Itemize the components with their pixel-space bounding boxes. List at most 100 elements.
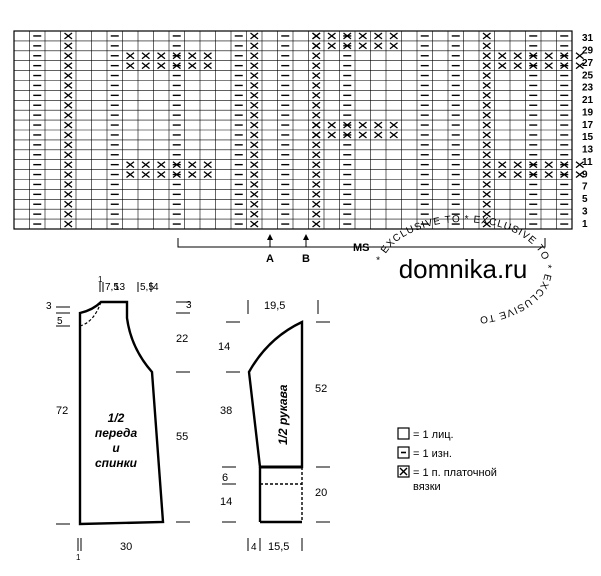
- row-number: 13: [582, 145, 594, 156]
- garter-mark: [172, 52, 181, 60]
- garter-mark: [575, 52, 584, 60]
- front-dim-3-right: 3: [186, 300, 192, 311]
- garter-mark: [126, 52, 135, 60]
- garter-mark: [482, 81, 491, 89]
- front-dim-4: 4: [153, 282, 159, 293]
- legend: = 1 лиц. = 1 изн. = 1 п. платочной вязки: [397, 427, 497, 493]
- row-number: 5: [582, 194, 588, 205]
- front-dim-5-5: 5,5: [140, 282, 154, 293]
- garter-mark: [64, 101, 73, 109]
- row-number: 29: [582, 46, 594, 57]
- garter-mark: [358, 32, 367, 40]
- garter-mark: [126, 171, 135, 179]
- garter-mark: [64, 161, 73, 169]
- garter-mark: [141, 62, 150, 70]
- garter-mark: [188, 52, 197, 60]
- sleeve-dim-15-5: 15,5: [268, 541, 289, 553]
- sleeve-dim-6: 6: [222, 472, 228, 484]
- garter-mark: [250, 62, 259, 70]
- garter-mark: [544, 52, 553, 60]
- garter-mark: [513, 161, 522, 169]
- sleeve-dim-20: 20: [315, 487, 327, 499]
- garter-mark: [64, 111, 73, 119]
- sleeve-title: 1/2 рукава: [276, 384, 290, 445]
- garter-mark: [312, 62, 321, 70]
- garter-mark: [312, 180, 321, 188]
- row-number: 17: [582, 120, 594, 131]
- garter-mark: [141, 171, 150, 179]
- garter-mark: [250, 151, 259, 159]
- garter-mark: [157, 52, 166, 60]
- garter-mark: [343, 131, 352, 139]
- front-dim-1-bottom: 1: [76, 553, 81, 562]
- garter-mark: [358, 121, 367, 129]
- front-dim-30: 30: [120, 541, 132, 553]
- marker-a: A: [266, 253, 274, 265]
- garter-mark: [188, 62, 197, 70]
- garter-mark: [343, 32, 352, 40]
- garter-mark: [64, 220, 73, 228]
- row-number: 31: [582, 33, 594, 44]
- row-number: 7: [582, 182, 588, 193]
- garter-mark: [482, 220, 491, 228]
- garter-mark: [64, 210, 73, 218]
- front-dim-1-top: 1: [98, 275, 103, 284]
- ms-label: MS: [353, 242, 370, 254]
- row-number: 25: [582, 70, 594, 81]
- garter-mark: [482, 161, 491, 169]
- garter-mark: [482, 210, 491, 218]
- svg-text:и: и: [112, 441, 120, 455]
- row-number: 15: [582, 132, 594, 143]
- garter-mark: [203, 52, 212, 60]
- row-number: 11: [582, 157, 593, 168]
- garter-mark: [312, 151, 321, 159]
- garter-mark: [312, 210, 321, 218]
- garter-mark: [141, 52, 150, 60]
- garter-mark: [482, 190, 491, 198]
- garter-mark: [64, 180, 73, 188]
- legend-garter-text-2: вязки: [413, 481, 441, 493]
- garter-mark: [172, 171, 181, 179]
- garter-mark: [312, 161, 321, 169]
- garter-mark: [482, 171, 491, 179]
- svg-text:спинки: спинки: [95, 456, 138, 470]
- garter-mark: [575, 161, 584, 169]
- garter-mark: [312, 52, 321, 60]
- garter-mark: [482, 151, 491, 159]
- garter-mark: [482, 180, 491, 188]
- garter-mark: [560, 171, 569, 179]
- garter-mark: [250, 190, 259, 198]
- garter-mark: [575, 171, 584, 179]
- garter-mark: [312, 32, 321, 40]
- front-dim-5: 5: [57, 316, 63, 327]
- garter-mark: [498, 161, 507, 169]
- garter-mark: [358, 42, 367, 50]
- knitting-chart: [13, 30, 584, 230]
- garter-mark: [544, 171, 553, 179]
- row-number: 19: [582, 107, 594, 118]
- sleeve-dim-4: 4: [251, 542, 257, 553]
- garter-mark: [250, 72, 259, 80]
- sleeve-upper-outline: [247, 320, 304, 469]
- garter-mark: [560, 52, 569, 60]
- garter-mark: [250, 111, 259, 119]
- garter-mark: [327, 121, 336, 129]
- garter-mark: [529, 62, 538, 70]
- garter-mark: [374, 32, 383, 40]
- garter-mark: [482, 101, 491, 109]
- front-dim-13: 13: [114, 282, 126, 293]
- garter-mark: [358, 131, 367, 139]
- garter-mark: [560, 161, 569, 169]
- garter-mark: [250, 52, 259, 60]
- garter-mark: [64, 151, 73, 159]
- row-number: 27: [582, 58, 594, 69]
- garter-mark: [529, 52, 538, 60]
- garter-mark: [188, 161, 197, 169]
- garter-mark: [312, 111, 321, 119]
- garter-mark: [64, 52, 73, 60]
- legend-knit-text: = 1 лиц.: [413, 429, 454, 441]
- garter-mark: [250, 200, 259, 208]
- row-number: 23: [582, 83, 594, 94]
- garter-mark: [343, 121, 352, 129]
